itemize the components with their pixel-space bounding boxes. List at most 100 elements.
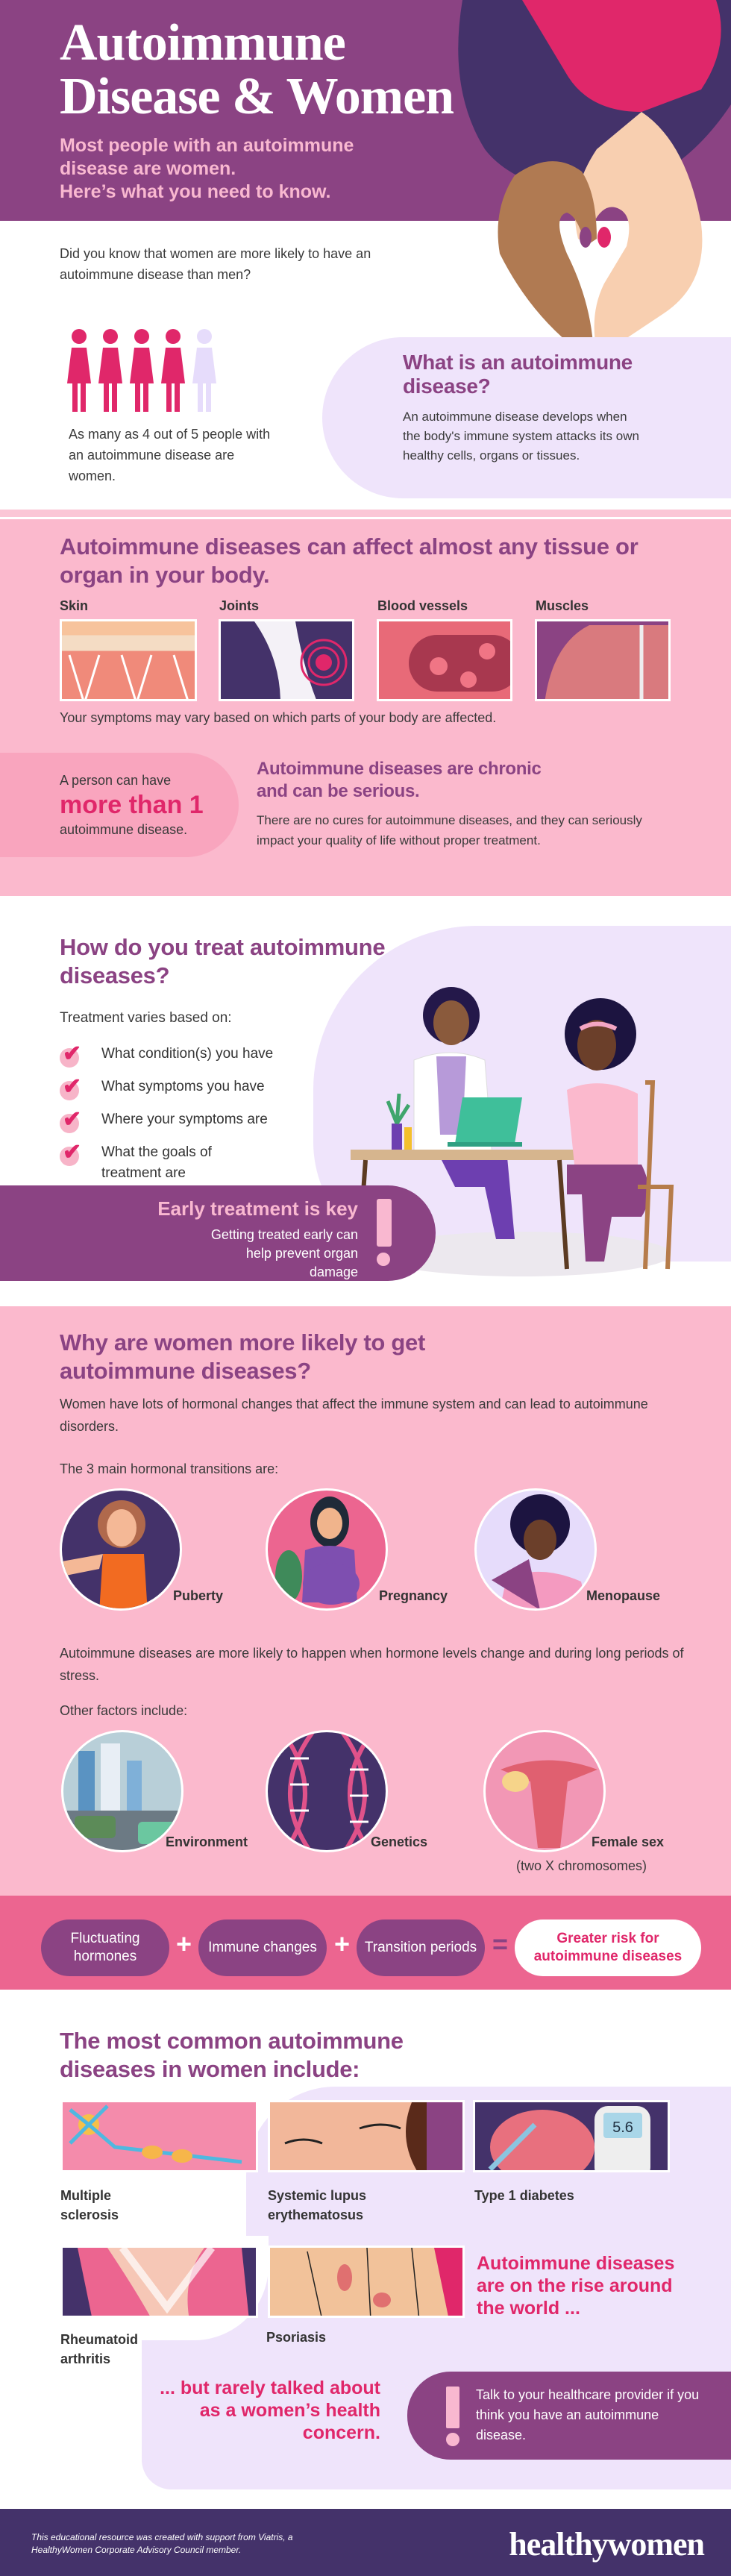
footer-credit: This educational resource was created wi… (31, 2532, 293, 2555)
treat-heading: How do you treat autoimmune diseases? (60, 934, 386, 988)
skin-image (60, 619, 197, 701)
pill-greater-risk: Greater risk for autoimmune diseases (515, 1920, 701, 1976)
puberty-image (60, 1488, 182, 1611)
checkmark-icon: ✔ (60, 1041, 85, 1069)
checkmark-icon: ✔ (60, 1140, 85, 1168)
symptoms-note: Your symptoms may vary based on which pa… (60, 710, 497, 725)
pill-fluctuating-hormones: Fluctuating hormones (41, 1920, 169, 1976)
woman-figure-icon (128, 328, 155, 416)
subtitle-line-2: disease are women. (60, 158, 236, 179)
header: Autoimmune Disease & Women Most people w… (0, 0, 731, 356)
talk-to-provider-box: Talk to your healthcare provider if you … (407, 2372, 731, 2460)
label-blood-vessels: Blood vessels (377, 598, 468, 613)
chronic-heading: Autoimmune diseases are chronic and can … (257, 759, 542, 801)
pregnancy-image (266, 1488, 388, 1611)
label-female-sex: Female sex (592, 1834, 665, 1849)
label-multiple-sclerosis: Multiple sclerosis (60, 2188, 119, 2222)
menopause-image (474, 1488, 597, 1611)
person-figure-icon (191, 328, 218, 416)
label-pregnancy: Pregnancy (379, 1588, 448, 1603)
woman-figure-icon (160, 328, 186, 416)
title-line-2: Disease & Women (60, 68, 454, 125)
muscles-image (535, 619, 671, 701)
checkmark-icon: ✔ (60, 1107, 85, 1135)
what-is-heading: What is an autoimmune disease? (403, 351, 633, 398)
ms-image (60, 2100, 258, 2172)
common-section: The most common autoimmune diseases in w… (0, 1990, 731, 2509)
diabetes-image: 5.6 (473, 2100, 670, 2172)
pill-transition-periods: Transition periods (357, 1920, 485, 1976)
psoriasis-image (268, 2246, 465, 2318)
label-rheumatoid-arthritis: Rheumatoid arthritis (60, 2332, 139, 2366)
treatment-checklist: ✔What condition(s) you have ✔What sympto… (60, 1041, 448, 1184)
early-body: Getting treated early can help prevent o… (210, 1227, 358, 1279)
label-genetics: Genetics (371, 1834, 428, 1849)
multi-pre: A person can have (60, 773, 172, 788)
other-intro: Other factors include: (60, 1703, 188, 1718)
early-heading: Early treatment is key (157, 1197, 358, 1220)
plus-icon: + (176, 1928, 192, 1959)
checklist-item: ✔Where your symptoms are (60, 1107, 448, 1135)
label-environment: Environment (166, 1834, 248, 1849)
checklist-item: ✔What symptoms you have (60, 1074, 448, 1102)
heart-hands-illustration (458, 0, 731, 356)
label-psoriasis: Psoriasis (266, 2330, 327, 2345)
subtitle-line-1: Most people with an autoimmune (60, 135, 354, 156)
blood-vessel-image (377, 619, 512, 701)
checklist-item: ✔What condition(s) you have (60, 1041, 448, 1069)
plus-icon: + (334, 1928, 351, 1959)
why-body: Women have lots of hormonal changes that… (60, 1397, 648, 1434)
subtitle-line-3: Here’s what you need to know. (60, 181, 331, 202)
environment-image (61, 1730, 183, 1852)
equals-icon: = (492, 1928, 509, 1959)
healthywomen-logo: healthywomen (509, 2526, 705, 2563)
label-lupus: Systemic lupus erythematosus (268, 2188, 367, 2222)
talk-text: Talk to your healthcare provider if you … (476, 2387, 700, 2442)
early-treatment-box: Early treatment is key Getting treated e… (0, 1185, 436, 1281)
pill-immune-changes: Immune changes (198, 1920, 327, 1976)
why-heading: Why are women more likely to get autoimm… (60, 1329, 425, 1384)
female-sex-image (483, 1730, 606, 1852)
footer: This educational resource was created wi… (0, 2509, 731, 2576)
women-figures (66, 328, 218, 416)
treat-intro: Treatment varies based on: (60, 1010, 232, 1026)
label-puberty: Puberty (173, 1588, 224, 1603)
exclamation-icon (377, 1199, 392, 1267)
treatment-section: How do you treat autoimmune diseases? Tr… (0, 896, 731, 1306)
woman-figure-icon (97, 328, 124, 416)
label-muscles: Muscles (536, 598, 589, 613)
women-stat: As many as 4 out of 5 people with an aut… (69, 427, 271, 483)
why-section: Why are women more likely to get autoimm… (0, 1306, 731, 1896)
more-than-one-box (0, 753, 239, 857)
stress-text: Autoimmune diseases are more likely to h… (60, 1646, 684, 1683)
label-type-1-diabetes: Type 1 diabetes (474, 2188, 574, 2203)
lupus-image (268, 2100, 465, 2172)
divider (0, 510, 731, 517)
ra-image (60, 2246, 258, 2318)
doctor-patient-illustration (351, 987, 674, 1276)
female-note: (two X chromosomes) (516, 1858, 647, 1873)
chronic-body: There are no cures for autoimmune diseas… (257, 813, 642, 847)
equation-band: Fluctuating hormones + Immune changes + … (0, 1896, 731, 1990)
affect-heading: Autoimmune diseases can affect almost an… (60, 533, 639, 588)
common-heading: The most common autoimmune diseases in w… (60, 2028, 404, 2082)
glucose-reading: 5.6 (612, 2119, 633, 2136)
label-joints: Joints (219, 598, 260, 613)
rarely-talked-text: ... but rarely talked about as a women’s… (160, 2378, 380, 2443)
transitions-intro: The 3 main hormonal transitions are: (60, 1461, 279, 1476)
multi-big: more than 1 (60, 791, 204, 819)
joint-image (219, 619, 354, 701)
genetics-image (266, 1730, 388, 1852)
checklist-item: ✔What the goals of treatment are (60, 1140, 448, 1184)
what-is-box (322, 337, 731, 498)
multi-post: autoimmune disease. (60, 822, 188, 837)
label-skin: Skin (60, 598, 89, 613)
label-menopause: Menopause (586, 1588, 661, 1603)
affect-section: Autoimmune diseases can affect almost an… (0, 519, 731, 896)
on-the-rise-text: Autoimmune diseases are on the rise arou… (477, 2253, 675, 2319)
intro-question: Did you know that women are more likely … (60, 246, 371, 282)
checkmark-icon: ✔ (60, 1074, 85, 1102)
woman-figure-icon (66, 328, 92, 416)
what-is-body: An autoimmune disease develops when the … (403, 410, 639, 463)
exclamation-icon (446, 2387, 461, 2448)
